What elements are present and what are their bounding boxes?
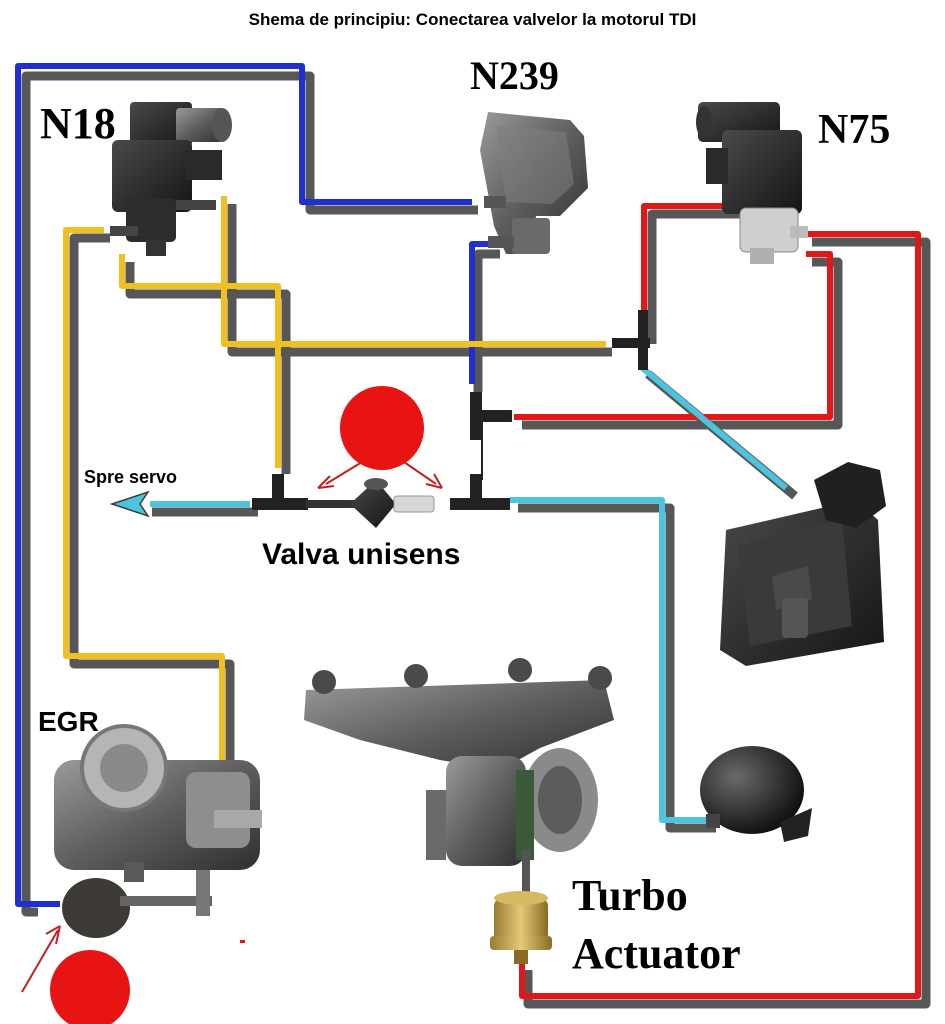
n18-valve-image	[110, 102, 232, 256]
tee-right-unisens	[450, 474, 510, 510]
n18-label: N18	[40, 99, 116, 148]
vacuum-reservoir-image	[700, 746, 812, 842]
tee-left-unisens	[252, 474, 308, 510]
red-dot-marker-egr	[50, 950, 130, 1024]
spre-servo-label: Spre servo	[84, 467, 178, 487]
air-box-image	[720, 462, 886, 666]
servo-arrow-icon	[109, 490, 150, 518]
yellow-hose-n18-left-tee	[119, 254, 281, 468]
unisens-marker	[317, 386, 443, 489]
red-hose-n75-turbo-actuator	[519, 231, 921, 999]
red-dot-marker	[340, 386, 424, 470]
egr-label: EGR	[38, 706, 99, 737]
egr-valve-image	[54, 724, 262, 938]
red-hose-n75-tee	[641, 203, 738, 336]
turbo-image	[304, 658, 614, 900]
arrow-right-icon	[403, 461, 437, 485]
cyan-hoses	[150, 363, 788, 823]
cyan-hose-n75-airbox	[638, 363, 788, 491]
tee-n239	[470, 392, 512, 440]
arrow-up-icon	[21, 929, 59, 993]
actuator-label: Actuator	[572, 929, 741, 978]
unisens-valve-image	[306, 478, 435, 528]
n239-label: N239	[470, 53, 559, 98]
turbo-actuator-image	[490, 891, 552, 964]
blue-hose-egr-n239	[15, 63, 472, 907]
arrow-left-icon	[325, 461, 363, 485]
valva-unisens-label: Valva unisens	[262, 538, 461, 571]
red-hoses	[514, 203, 921, 999]
tee-n75	[612, 310, 650, 370]
t-connectors	[252, 310, 650, 510]
n239-valve-image	[480, 112, 588, 254]
egr-marker	[21, 925, 245, 1024]
diagram-title: Shema de principiu: Conectarea valvelor …	[248, 10, 697, 29]
yellow-hose-n18-n75-tee	[221, 196, 606, 347]
cyan-hose-tee-reservoir	[510, 497, 708, 823]
hose-shadows	[21, 71, 931, 1009]
blue-hose-n239-tee	[469, 241, 492, 384]
turbo-label: Turbo	[572, 871, 688, 920]
n75-valve-image	[696, 102, 808, 264]
blue-hoses	[15, 63, 492, 907]
red-hose-tee-n75	[514, 251, 833, 420]
n75-label: N75	[818, 107, 891, 153]
